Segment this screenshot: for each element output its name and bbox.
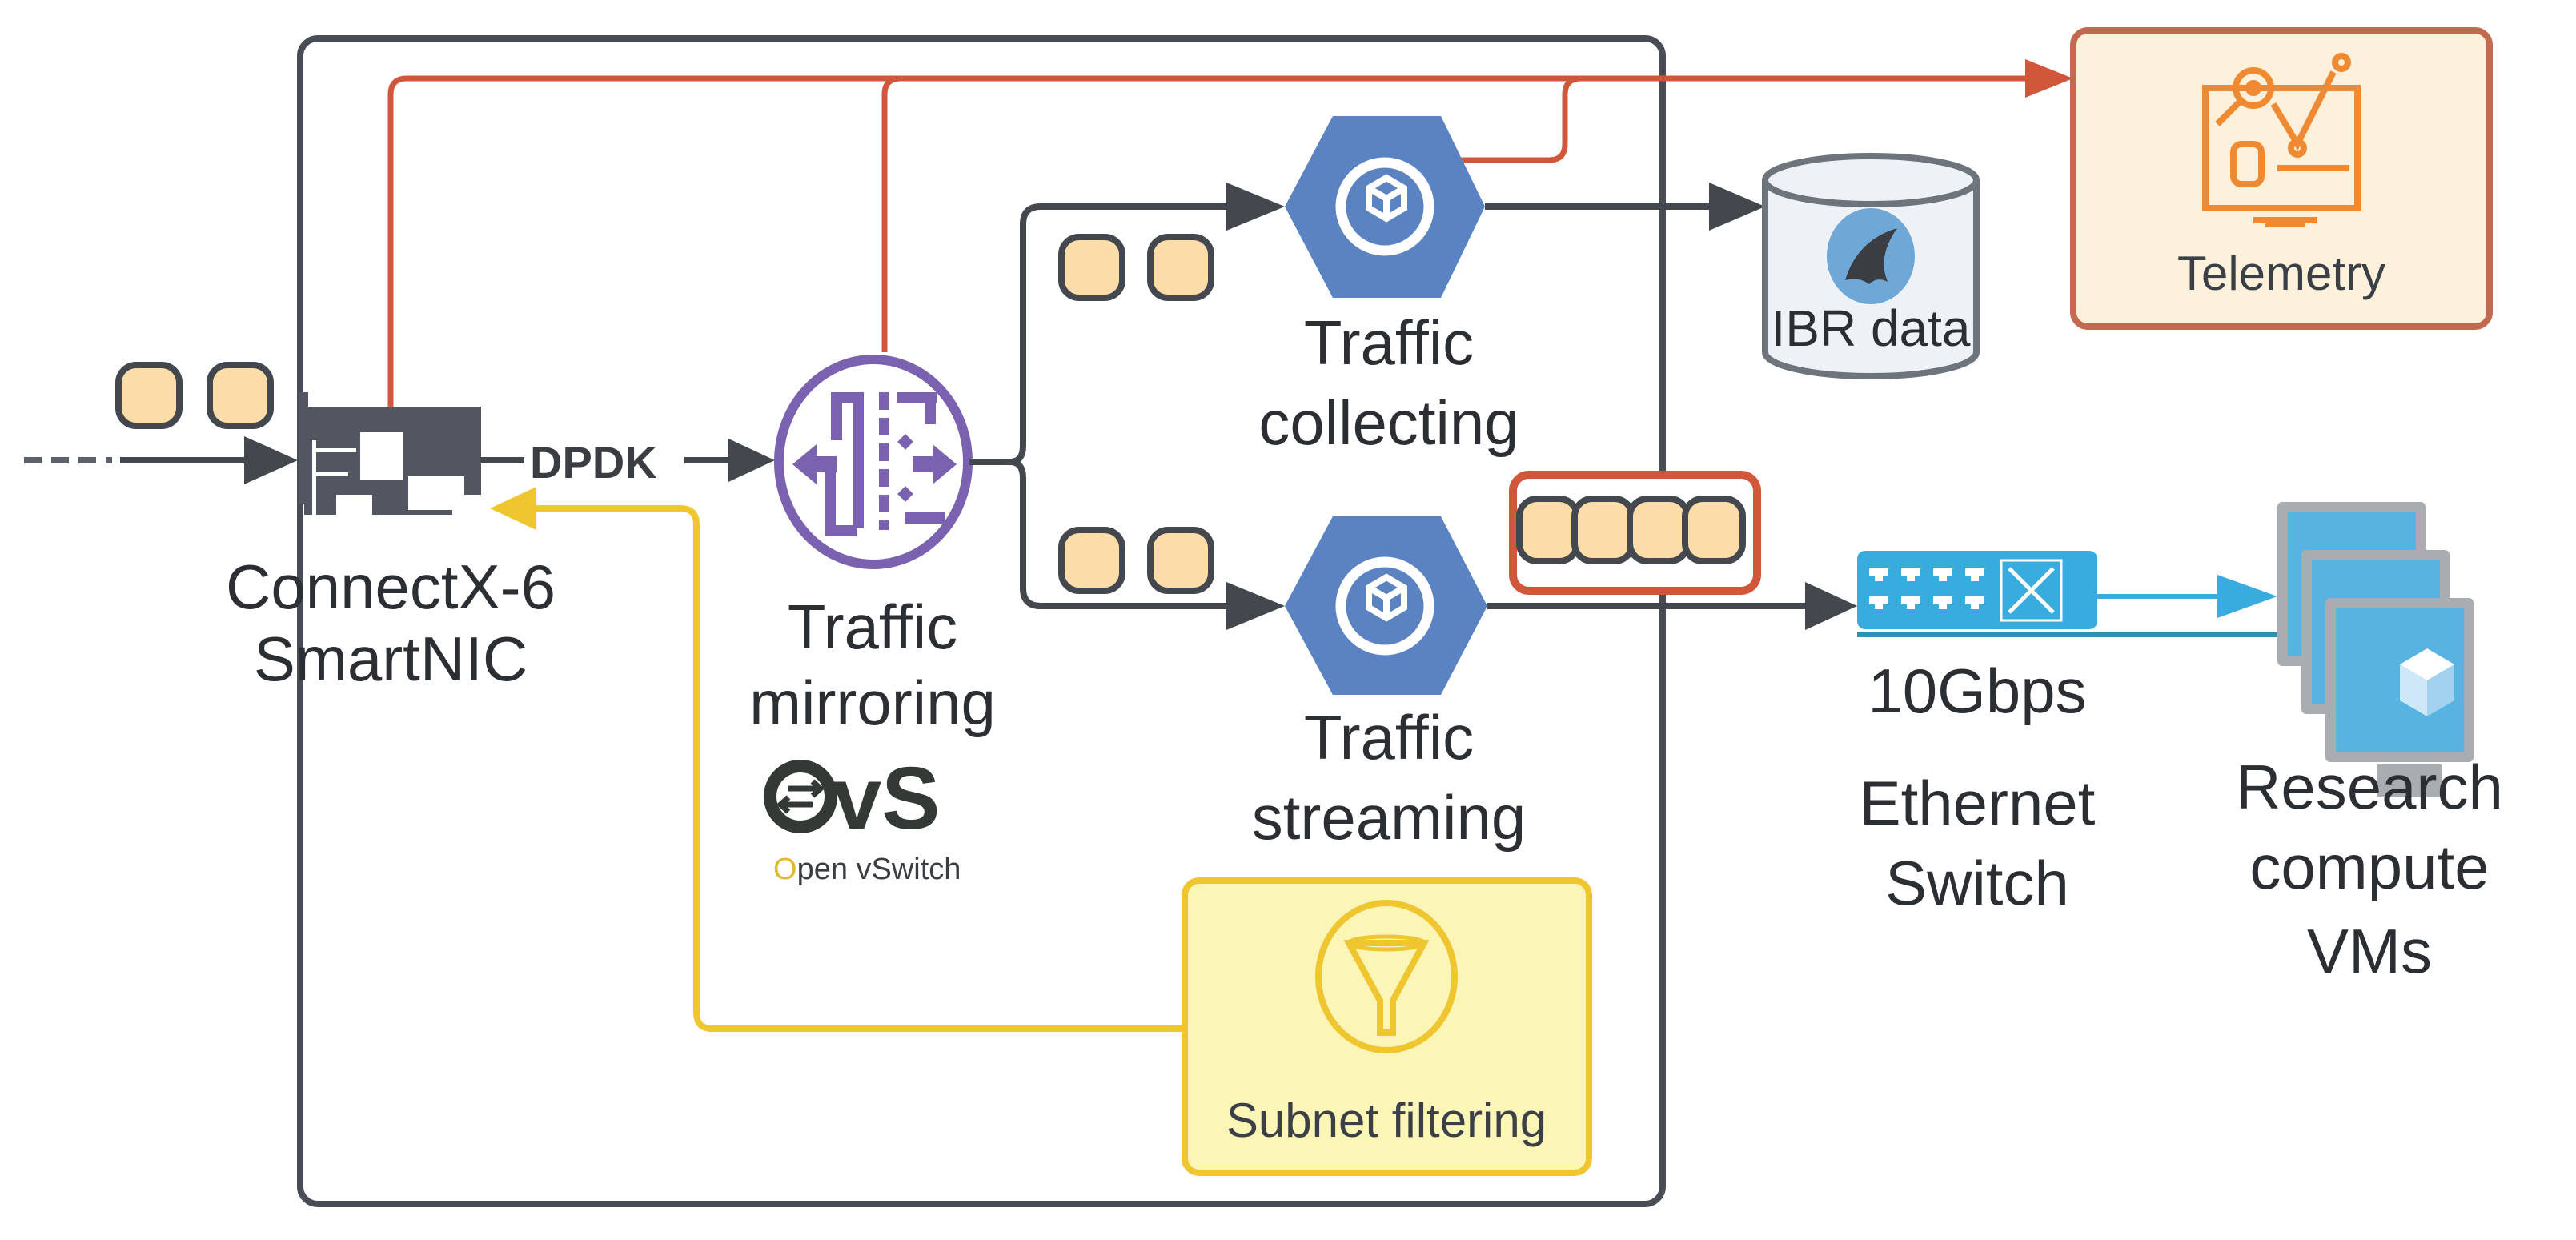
stream-buffer — [1509, 471, 1761, 595]
vms-label-line2: compute — [2249, 832, 2489, 902]
collecting-label-line1: Traffic — [1304, 307, 1474, 378]
branch-to-stream — [1009, 459, 1233, 609]
mirroring-label-line1: Traffic — [788, 592, 957, 662]
switch-label-line3: Switch — [1885, 848, 2069, 918]
telemetry-label: Telemetry — [2177, 247, 2385, 300]
nic-label-line1: ConnectX-6 — [226, 552, 556, 622]
dpdk-arrowhead — [728, 439, 775, 482]
packet — [207, 362, 274, 429]
ovs-logo-text: vS — [833, 749, 941, 848]
research-vms-icon — [2277, 502, 2474, 797]
ibr-label: IBR data — [1771, 299, 1970, 357]
nic-card-icon — [299, 392, 481, 516]
traffic-mirroring-icon — [774, 355, 973, 569]
stream-packets — [1058, 527, 1214, 594]
filter-funnel-circle — [1315, 900, 1458, 1053]
ovs-subtitle-o: O — [773, 853, 797, 886]
packet — [1147, 234, 1214, 301]
vms-label-line3: VMs — [2307, 916, 2432, 986]
traffic-streaming-icon — [1285, 516, 1487, 695]
collecting-label-line2: collecting — [1258, 387, 1519, 458]
ovs-arrows-icon — [776, 779, 825, 814]
telemetry-line — [387, 75, 2033, 408]
vm-arrowhead — [2217, 575, 2277, 618]
packet — [115, 362, 183, 429]
streaming-label-line2: streaming — [1252, 782, 1526, 853]
mirroring-label-line2: mirroring — [749, 668, 996, 738]
telemetry-node: Telemetry — [2070, 27, 2493, 330]
nic-label-line2: SmartNIC — [254, 624, 528, 694]
packet — [1571, 496, 1635, 564]
switch-label-line2: Ethernet — [1860, 768, 2096, 838]
telemetry-branch-collect — [1461, 75, 1582, 163]
packet — [1147, 527, 1214, 594]
subnet-filtering-node: Subnet filtering — [1182, 877, 1592, 1176]
switch-label-line1: 10Gbps — [1868, 656, 2086, 726]
ethernet-switch-icon — [1857, 551, 2281, 637]
collect-arrowhead — [1226, 183, 1285, 231]
processing-container — [297, 35, 1666, 1207]
ingress-packets — [115, 362, 274, 429]
packet — [1516, 496, 1580, 564]
filter-label: Subnet filtering — [1226, 1094, 1547, 1147]
ibr-data-store: IBR data — [1762, 153, 1980, 379]
ovs-subtitle: Open vSwitch — [773, 853, 961, 886]
telemetry-branch-mirror — [881, 75, 901, 352]
dpdk-label: DPDK — [530, 437, 657, 488]
packet — [1058, 527, 1125, 594]
streaming-label-line1: Traffic — [1304, 702, 1474, 772]
stream-arrowhead — [1226, 582, 1285, 630]
packet — [1682, 496, 1746, 564]
switch-arrowhead — [1805, 582, 1857, 630]
telemetry-monitor-icon — [2202, 53, 2361, 227]
filter-feedback-line — [528, 505, 1185, 1032]
ovs-subtitle-rest: pen vSwitch — [797, 853, 961, 886]
ovs-logo: vS Open vSwitch — [764, 749, 961, 886]
packet — [1058, 234, 1125, 301]
ovs-circle-icon — [764, 760, 837, 833]
packet — [1627, 496, 1691, 564]
collect-packets — [1058, 234, 1214, 301]
vms-label-line1: Research — [2236, 752, 2503, 822]
ibr-arrowhead — [1709, 183, 1765, 231]
traffic-collecting-icon — [1285, 116, 1485, 298]
ingress-arrowhead — [244, 436, 298, 484]
filter-feedback-arrowhead — [490, 487, 536, 530]
telemetry-arrowhead — [2025, 59, 2073, 98]
